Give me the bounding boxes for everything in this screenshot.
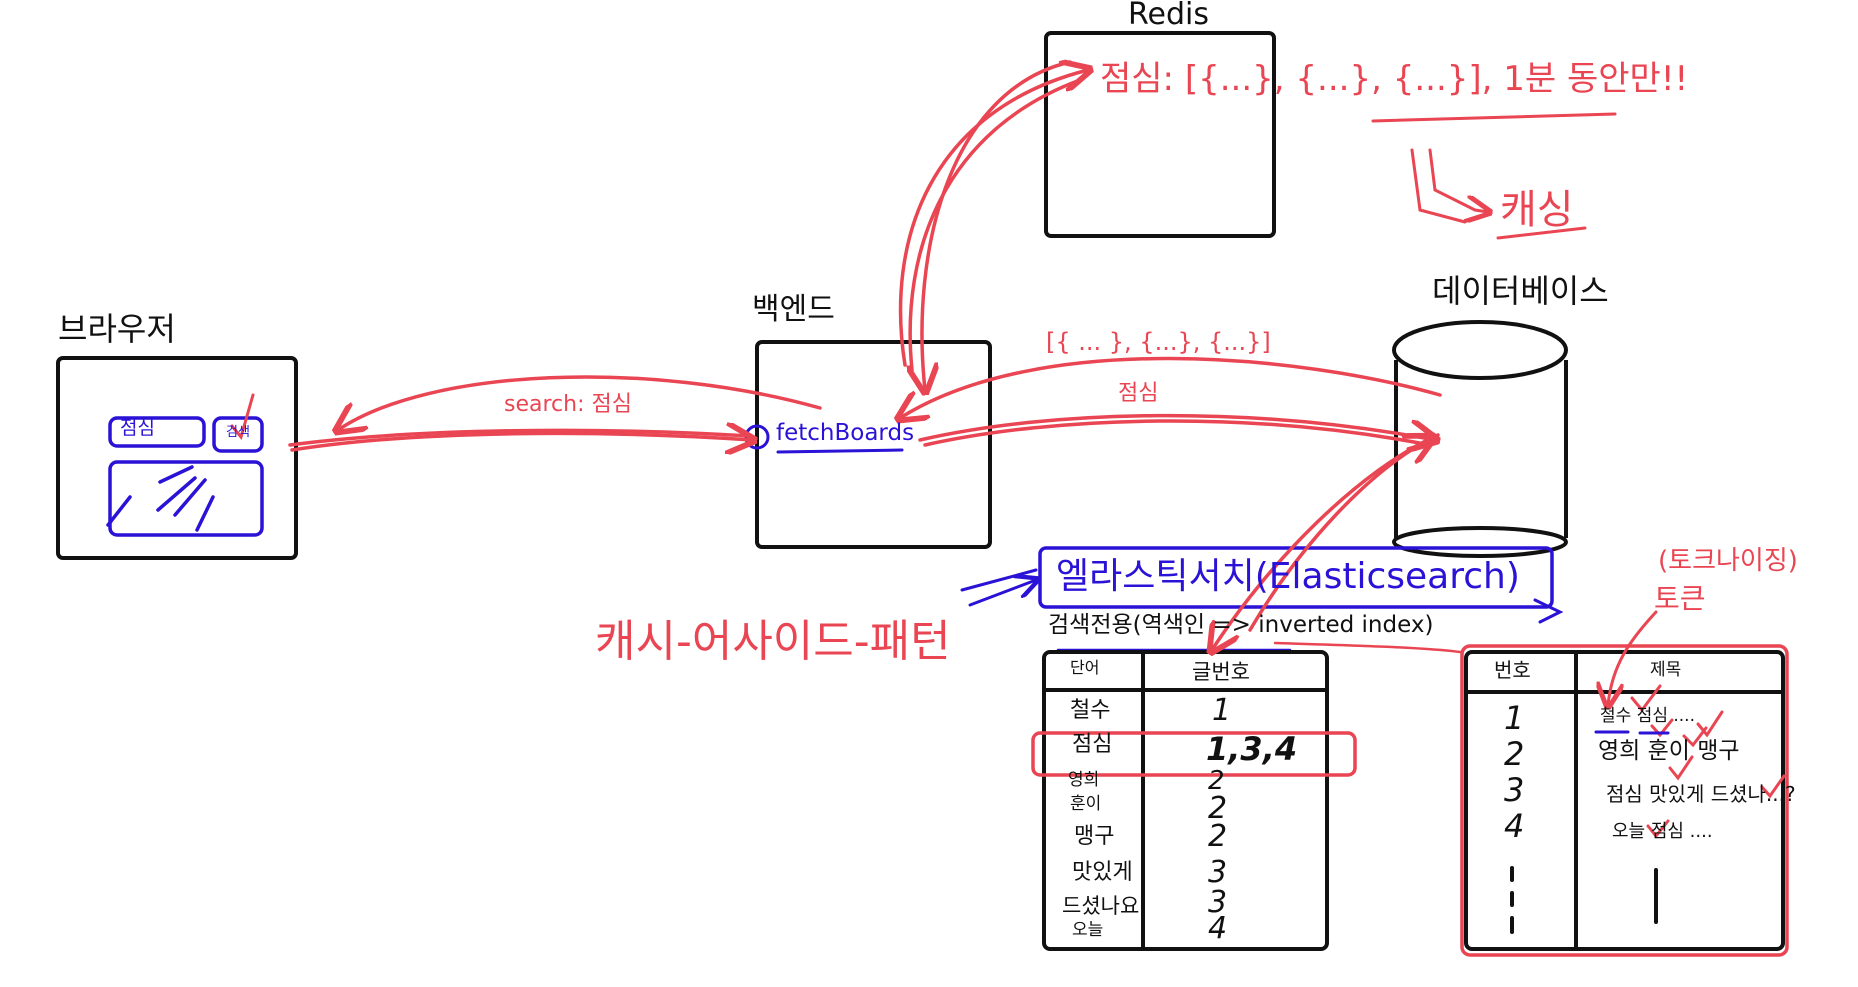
inverted-ids-6: 3 (1208, 885, 1228, 920)
board-title-3: 오늘 점심 .... (1612, 821, 1713, 842)
board-no-0: 1 (1504, 699, 1525, 737)
inverted-word-7: 오늘 (1072, 920, 1104, 940)
browser-search-button-box (212, 416, 264, 453)
inverted-ids-4: 2 (1208, 819, 1228, 854)
arrow-backend-to-redis (898, 70, 1088, 367)
subtitle-red-underline (1273, 641, 1462, 654)
redis-box (1044, 31, 1276, 238)
inverted-ids-5: 3 (1208, 855, 1228, 890)
inverted-ids-0: 1 (1212, 693, 1232, 728)
arrow-db-to-backend (900, 356, 1442, 418)
token-blue-underline (1594, 730, 1670, 735)
browser-search-button-text: 검색 (226, 425, 250, 440)
inverted-word-5: 맛있게 (1072, 860, 1133, 885)
caching-hook-arrow (1410, 148, 1488, 222)
browser-box (56, 356, 298, 560)
arrow-backend-to-browser (338, 375, 822, 430)
elasticsearch-hook-blue (1533, 598, 1564, 624)
browser-search-input-box (108, 416, 206, 448)
browser-result-area (108, 460, 264, 537)
inverted-header-ids: 글번호 (1192, 660, 1250, 684)
search-button-check (230, 393, 255, 441)
board-header-no: 번호 (1494, 658, 1531, 682)
fetchboards-label: fetchBoards (776, 420, 915, 446)
inverted-word-1: 점심 (1072, 732, 1113, 757)
arrow-backend-to-db (918, 413, 1435, 440)
inverted-word-2: 영희 (1068, 770, 1100, 790)
caching-label: 캐싱 (1500, 187, 1574, 233)
elasticsearch-title: 엘라스틱서치(Elasticsearch) (1056, 556, 1520, 597)
arrow-browser-to-backend-2 (288, 428, 752, 447)
inverted-word-3: 훈이 (1070, 794, 1102, 814)
inverted-word-4: 맹구 (1074, 824, 1115, 849)
board-row-dots (1510, 866, 1658, 934)
board-header-title: 제목 (1650, 660, 1682, 680)
board-title-0: 철수 점심 .... (1600, 706, 1695, 726)
database-title: 데이터베이스 (1432, 272, 1609, 310)
redis-cache-note: 점심: [{...}, {...}, {...}], 1분 동안만!! (1100, 59, 1689, 99)
arrow-backend-to-db-2 (923, 419, 1432, 447)
board-title-1: 영희 훈이 맹구 (1598, 738, 1740, 764)
inverted-ids-1: 1,3,4 (1206, 730, 1298, 768)
database-cylinder (1392, 320, 1568, 558)
tokenizing-label: (토크나이징) (1658, 546, 1798, 576)
board-no-1: 2 (1504, 735, 1525, 773)
db-query-label: 점심 (1118, 381, 1159, 406)
board-title-2: 점심 맛있게 드셨나...? (1606, 782, 1796, 806)
token-label: 토큰 (1654, 582, 1706, 615)
caching-underline (1496, 226, 1587, 240)
inverted-word-6: 드셨나요 (1062, 894, 1140, 918)
inverted-ids-3: 2 (1208, 791, 1228, 826)
token-check-marks (1630, 684, 1786, 839)
cache-aside-pattern-label: 캐시-어사이드-패턴 (595, 616, 951, 667)
elasticsearch-subtitle: 검색전용(역색인 => inverted index) (1048, 612, 1434, 638)
redis-note-underline (1371, 112, 1617, 123)
inverted-ids-2: 2 (1208, 766, 1225, 796)
browser-title: 브라우저 (58, 310, 176, 348)
backend-title: 백엔드 (752, 292, 835, 327)
board-table-red-outline (1460, 644, 1789, 957)
lunch-row-highlight (1031, 731, 1357, 777)
inverted-ids-7: 4 (1208, 911, 1228, 946)
token-pointer-arrow (1608, 610, 1658, 705)
browser-search-input-text: 점심 (120, 417, 155, 439)
redis-title: Redis (1128, 0, 1209, 32)
arrow-redis-to-backend (922, 60, 1072, 390)
elasticsearch-pointer-arrow (960, 570, 1036, 607)
fetchboards-underline (776, 448, 904, 454)
inverted-word-0: 철수 (1070, 698, 1111, 723)
inverted-header-word: 단어 (1070, 658, 1100, 677)
search-request-label: search: 점심 (504, 392, 632, 417)
arrow-elasticsearch-to-db (1248, 438, 1432, 632)
board-no-2: 3 (1504, 771, 1525, 809)
browser-result-hatch (106, 465, 215, 532)
arrow-browser-to-backend (290, 433, 752, 450)
db-result-label: [{ ... }, {...}, {...}] (1046, 328, 1271, 356)
board-no-3: 4 (1504, 807, 1525, 845)
inverted-index-table (1042, 650, 1329, 951)
